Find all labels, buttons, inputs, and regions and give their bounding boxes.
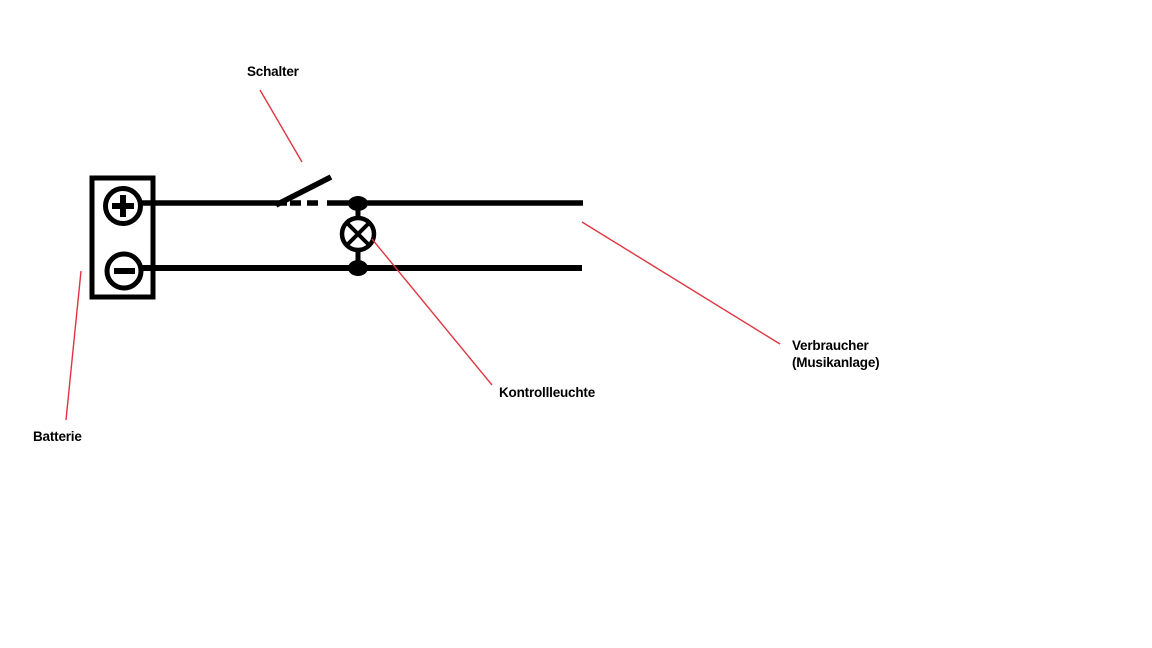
label-kontrollleuchte: Kontrollleuchte <box>499 385 596 400</box>
lamp-x-diagonal-2 <box>346 222 370 246</box>
lamp-branch <box>339 196 377 276</box>
junction-dot-top <box>348 196 368 211</box>
label-verbraucher-line2: (Musikanlage) <box>792 355 880 370</box>
annotation-line-schalter <box>259 89 303 163</box>
plus-terminal-icon <box>103 186 143 226</box>
lamp-icon <box>339 215 377 253</box>
annotation-line-kontrollleuchte <box>371 238 493 386</box>
label-schalter: Schalter <box>247 64 299 79</box>
battery-outline <box>89 175 156 300</box>
label-batterie: Batterie <box>33 429 82 444</box>
annotation-lines <box>65 89 781 421</box>
junction-dot-bottom <box>348 260 368 276</box>
label-verbraucher: Verbraucher (Musikanlage) <box>792 337 880 371</box>
plus-terminal-circle <box>103 186 143 226</box>
switch-symbol <box>274 174 333 208</box>
battery-symbol <box>89 175 156 300</box>
label-verbraucher-line1: Verbraucher <box>792 338 869 353</box>
annotation-line-batterie <box>65 270 82 421</box>
minus-terminal-icon <box>104 251 144 291</box>
switch-lever <box>274 174 333 208</box>
annotation-line-verbraucher <box>581 221 781 345</box>
